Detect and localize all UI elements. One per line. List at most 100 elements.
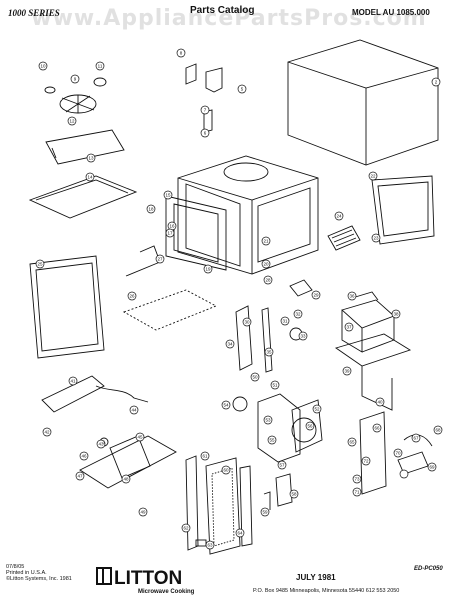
part-number-18: 18 (148, 207, 154, 212)
part-number-15: 15 (165, 193, 171, 198)
part-number-70: 70 (395, 451, 401, 456)
part-number-45: 45 (137, 435, 143, 440)
part-number-43: 43 (98, 442, 104, 447)
company-address: P.O. Box 9485 Minneapolis, Minnesota 554… (253, 588, 400, 594)
part-number-5: 5 (241, 87, 244, 92)
part-number-68: 68 (435, 428, 441, 433)
catalog-date: JULY 1981 (296, 573, 336, 582)
part-number-61: 61 (202, 454, 208, 459)
part-number-46: 46 (81, 454, 87, 459)
part-number-59: 59 (262, 510, 268, 515)
part-number-62: 62 (183, 526, 189, 531)
part-number-54: 54 (223, 403, 229, 408)
part-number-28: 28 (265, 278, 271, 283)
part-number-58: 58 (291, 492, 297, 497)
part-number-40: 40 (377, 400, 383, 405)
model-number: MODEL AU 1085.000 (352, 8, 430, 17)
brand-name: LITTON (114, 568, 183, 589)
part-number-71: 71 (354, 490, 360, 495)
part-number-60: 60 (223, 468, 229, 473)
part-number-19: 19 (205, 267, 211, 272)
part-number-6: 6 (204, 131, 207, 136)
part-number-53: 53 (265, 418, 271, 423)
part-number-16: 16 (169, 224, 175, 229)
part-number-50: 50 (252, 375, 258, 380)
exploded-parts-diagram: 1256789101112131415161718192021222324252… (28, 39, 443, 555)
series-label: 1000 SERIES (8, 8, 60, 18)
part-number-29: 29 (313, 293, 319, 298)
part-number-10: 10 (40, 64, 46, 69)
door-panel-drawing (29, 255, 105, 359)
stirrer-assembly-drawing (44, 77, 107, 114)
part-number-26: 26 (129, 294, 135, 299)
door-frame-drawing (165, 195, 227, 271)
part-number-33: 33 (300, 334, 306, 339)
part-number-48: 48 (123, 477, 129, 482)
part-number-21: 21 (263, 239, 269, 244)
copyright: ©Litton Systems, Inc. 1981 (6, 576, 72, 582)
part-number-41: 41 (70, 379, 76, 384)
litton-logo-mark-icon (96, 567, 112, 585)
part-number-8: 8 (180, 51, 183, 56)
floor-plate-drawing (122, 261, 218, 331)
top-plate-drawing (45, 129, 125, 165)
part-number-12: 12 (69, 119, 75, 124)
part-number-11: 11 (98, 64, 103, 69)
part-number-63: 63 (207, 543, 213, 548)
part-number-73: 73 (354, 477, 360, 482)
page-title: Parts Catalog (190, 5, 255, 16)
outer-cabinet-drawing (287, 39, 439, 166)
part-number-67: 67 (413, 436, 419, 441)
part-number-31: 31 (282, 319, 288, 324)
part-number-20: 20 (263, 262, 269, 267)
litton-logo: LITTON (96, 567, 182, 590)
part-number-52: 52 (314, 407, 320, 412)
part-number-27: 27 (157, 257, 163, 262)
part-number-17: 17 (167, 231, 173, 236)
part-number-49: 49 (140, 510, 146, 515)
rear-panel-drawing (371, 175, 435, 245)
part-number-44: 44 (131, 408, 137, 413)
part-number-34: 34 (227, 342, 233, 347)
part-number-66: 66 (374, 426, 380, 431)
part-number-35: 35 (266, 350, 272, 355)
control-panel-drawing (185, 455, 253, 555)
shelf-plate-drawing (28, 175, 138, 219)
part-number-22: 22 (370, 174, 376, 179)
part-number-64: 64 (237, 531, 243, 536)
print-info: 07/8/05 Printed in U.S.A. ©Litton System… (6, 564, 72, 582)
small-parts-drawing (139, 245, 293, 510)
magnetron-drawing (341, 291, 395, 353)
part-number-55: 55 (269, 438, 275, 443)
part-number-37: 37 (346, 325, 352, 330)
part-number-65: 65 (349, 440, 355, 445)
print-code: 07/8/05 (6, 564, 25, 570)
keypad-drawing (327, 225, 361, 251)
part-number-14: 14 (87, 175, 93, 180)
part-number-1: 1 (103, 440, 106, 445)
part-number-23: 23 (373, 236, 379, 241)
document-code: ED-PC050 (414, 566, 443, 572)
part-number-72: 72 (363, 459, 369, 464)
part-number-32: 32 (295, 312, 301, 317)
oven-cavity-drawing (177, 155, 319, 275)
part-number-25: 25 (37, 262, 43, 267)
printed-in: Printed in U.S.A. (6, 570, 47, 576)
bracket-drawing (185, 63, 223, 133)
part-number-13: 13 (88, 156, 94, 161)
part-number-51: 51 (272, 383, 278, 388)
part-number-57: 57 (279, 463, 285, 468)
part-number-30: 30 (244, 320, 250, 325)
part-number-7: 7 (204, 108, 207, 113)
part-number-69: 69 (429, 465, 435, 470)
part-number-56: 56 (307, 424, 313, 429)
part-number-38: 38 (393, 312, 399, 317)
part-number-42: 42 (44, 430, 50, 435)
part-number-9: 9 (74, 77, 77, 82)
part-number-39: 39 (344, 369, 350, 374)
part-number-36: 36 (349, 294, 355, 299)
brand-subtitle: Microwave Cooking (138, 589, 195, 595)
part-number-2: 2 (435, 80, 438, 85)
base-tray-drawing (41, 375, 177, 489)
